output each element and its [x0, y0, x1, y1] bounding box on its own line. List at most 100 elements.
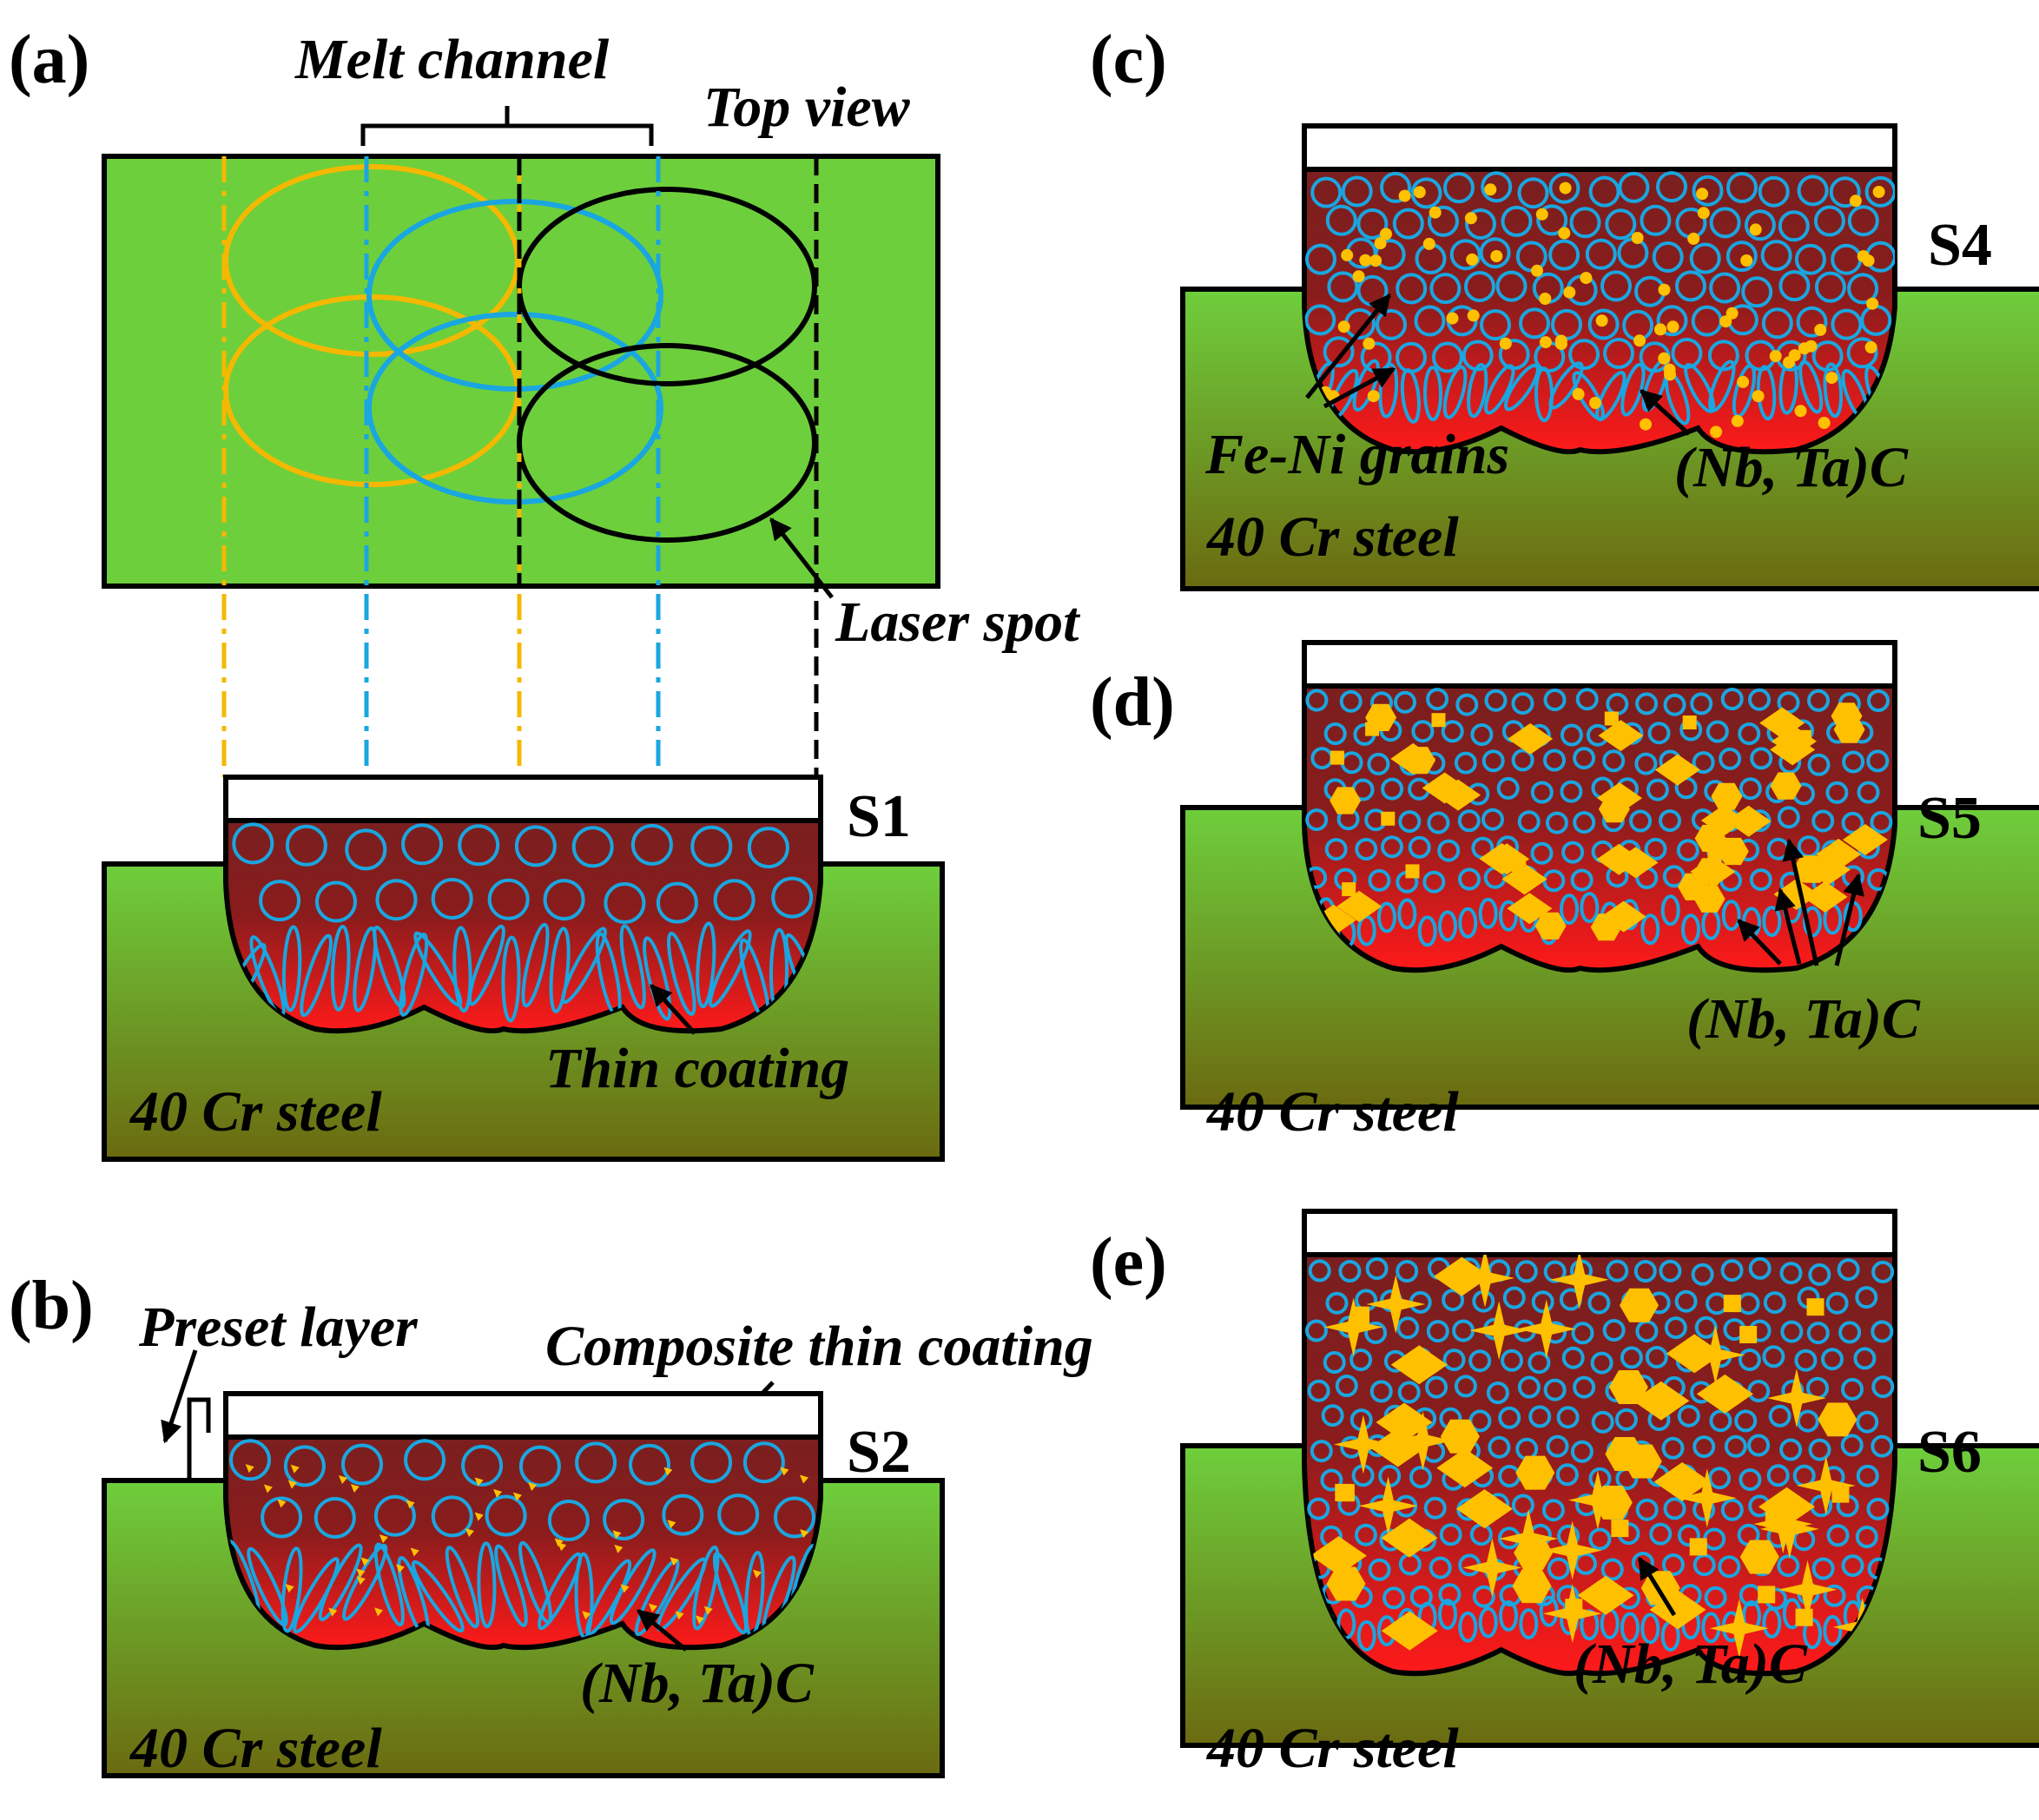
equiaxed-grain — [1662, 865, 1686, 888]
columnar-grain — [501, 935, 521, 1023]
equiaxed-grain — [1396, 341, 1427, 373]
equiaxed-grain — [485, 1494, 527, 1537]
equiaxed-grain — [1439, 1523, 1462, 1546]
equiaxed-grain — [1573, 1375, 1596, 1399]
equiaxed-grain — [1536, 204, 1568, 236]
coating-microstructure — [1304, 688, 1893, 949]
equiaxed-grain — [1560, 780, 1583, 803]
equiaxed-grain — [1327, 271, 1359, 303]
carbide-particle — [614, 1544, 624, 1553]
carbide-particle — [1539, 336, 1552, 349]
equiaxed-grain — [1634, 752, 1658, 775]
equiaxed-grain — [1808, 1438, 1831, 1461]
carbide-hexagon — [1514, 1535, 1554, 1570]
equiaxed-grain — [1442, 1349, 1466, 1372]
columnar-grain — [1397, 898, 1417, 930]
columnar-grain — [1503, 363, 1540, 412]
equiaxed-grain — [662, 1494, 704, 1536]
carbide-square — [1739, 1326, 1758, 1343]
equiaxed-grain — [1511, 748, 1534, 772]
carbide-diamond — [1653, 1461, 1711, 1501]
carbide-particle — [528, 1481, 538, 1491]
equiaxed-grain — [1408, 835, 1431, 859]
equiaxed-grain — [630, 823, 673, 866]
columnar-grain — [643, 936, 672, 1021]
equiaxed-grain — [1498, 339, 1530, 371]
equiaxed-grain — [1486, 1381, 1509, 1404]
equiaxed-grain — [1304, 304, 1336, 336]
equiaxed-grain — [1411, 720, 1435, 743]
carbide-star — [1753, 1494, 1813, 1554]
equiaxed-grain — [1692, 751, 1715, 775]
equiaxed-grain — [285, 824, 327, 867]
equiaxed-grain — [547, 1500, 590, 1541]
carbide-particle — [1814, 323, 1827, 336]
panel-d-label: (d) — [1090, 664, 1175, 741]
equiaxed-grain — [1323, 1351, 1346, 1374]
panel-d-arrow-3 — [1782, 838, 1819, 966]
panel-b-cross-section — [102, 1391, 945, 1778]
columnar-grain — [561, 926, 607, 1005]
carbide-square — [1682, 715, 1697, 729]
columnar-grain — [1803, 906, 1822, 938]
equiaxed-grain — [717, 1494, 760, 1536]
carbide-star — [1366, 1275, 1426, 1334]
carbide-square — [1806, 1298, 1825, 1316]
equiaxed-grain — [1310, 1440, 1333, 1463]
equiaxed-grain — [1308, 1259, 1331, 1283]
fe-ni-arrow-2 — [1323, 366, 1396, 409]
carbide-diamond — [1390, 742, 1436, 775]
equiaxed-grain — [1846, 337, 1878, 369]
columnar-grain — [696, 921, 716, 1009]
equiaxed-grain — [1364, 1321, 1388, 1344]
equiaxed-grain — [1543, 1378, 1567, 1401]
equiaxed-grain — [1376, 308, 1407, 340]
columnar-grain — [1438, 910, 1457, 942]
carbide-star — [1323, 1297, 1383, 1357]
carbide-particle — [1337, 320, 1350, 333]
equiaxed-grain — [1807, 753, 1831, 776]
equiaxed-grain — [458, 824, 500, 867]
equiaxed-grain — [1779, 1438, 1803, 1461]
columnar-grain — [1478, 897, 1498, 929]
equiaxed-grain — [1706, 720, 1729, 743]
carbide-particle — [1422, 237, 1435, 250]
columnar-grain — [1640, 913, 1660, 946]
equiaxed-grain — [1831, 308, 1863, 340]
equiaxed-grain — [543, 879, 585, 921]
equiaxed-grain — [1381, 835, 1403, 859]
carbide-particle — [379, 1534, 388, 1544]
panel-d-arrow-2 — [1774, 887, 1802, 965]
equiaxed-grain — [1664, 1316, 1687, 1340]
columnar-grain — [1378, 362, 1399, 419]
equiaxed-grain — [1502, 1286, 1526, 1309]
equiaxed-grain — [1555, 1463, 1579, 1487]
carbide-hexagon — [1833, 715, 1865, 743]
carbide-hexagon — [1620, 1288, 1659, 1322]
equiaxed-grain — [1560, 723, 1583, 747]
carbide-particle — [780, 1467, 789, 1476]
equiaxed-grain — [1531, 1290, 1554, 1314]
equiaxed-grain — [1794, 1349, 1818, 1372]
columnar-grain — [1356, 1619, 1376, 1652]
equiaxed-grain — [1841, 1377, 1864, 1401]
panel-b-label: (b) — [9, 1268, 94, 1344]
equiaxed-grain — [1367, 752, 1390, 775]
panel-c-carbide-label: (Nb, Ta)C — [1674, 436, 1909, 499]
carbide-particle — [1352, 270, 1365, 283]
equiaxed-grain — [1587, 1291, 1611, 1315]
columnar-grain — [1640, 1612, 1660, 1645]
equiaxed-grain — [1501, 205, 1533, 237]
equiaxed-grain — [1857, 781, 1880, 804]
columnar-grain — [712, 1552, 748, 1635]
carbide-particle — [1446, 312, 1459, 325]
equiaxed-grain — [1811, 1557, 1835, 1580]
equiaxed-grain — [1693, 1435, 1716, 1459]
columnar-grain — [1438, 1599, 1457, 1631]
columnar-grain — [1442, 365, 1468, 419]
carbide-particle — [1380, 228, 1392, 241]
carbide-hexagon — [1797, 855, 1829, 883]
equiaxed-grain — [1726, 241, 1758, 273]
equiaxed-grain — [1709, 207, 1741, 239]
carbide-diamond — [1654, 754, 1700, 786]
